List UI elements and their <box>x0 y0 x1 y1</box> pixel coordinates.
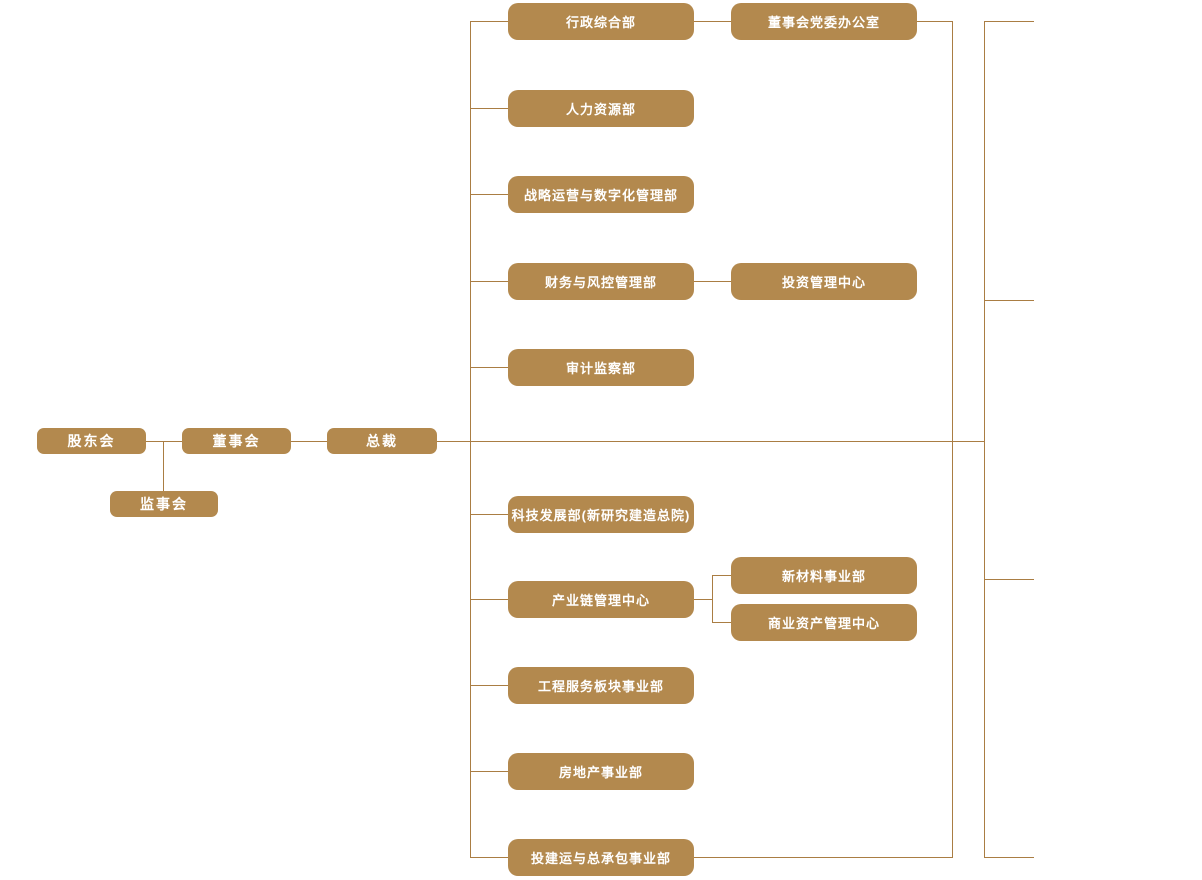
node-audit-supervision-dept: 审计监察部 <box>508 349 694 386</box>
connector-line <box>291 441 327 442</box>
connector-line <box>984 579 1034 580</box>
node-supervisory-board: 监事会 <box>110 491 218 517</box>
connector-line <box>470 367 508 368</box>
node-finance-risk-dept: 财务与风控管理部 <box>508 263 694 300</box>
connector-line <box>712 575 713 623</box>
node-board-party-office: 董事会党委办公室 <box>731 3 917 40</box>
node-board-of-directors: 董事会 <box>182 428 291 454</box>
connector-line <box>470 685 508 686</box>
connector-line <box>470 771 508 772</box>
connector-line <box>694 21 731 22</box>
connector-line <box>470 857 508 858</box>
connector-line <box>917 21 952 22</box>
connector-line <box>470 599 508 600</box>
connector-line <box>952 21 953 858</box>
node-president: 总裁 <box>327 428 437 454</box>
connector-line <box>163 441 164 491</box>
node-real-estate-division: 房地产事业部 <box>508 753 694 790</box>
node-commercial-asset-center: 商业资产管理中心 <box>731 604 917 641</box>
connector-line <box>470 281 508 282</box>
node-strategy-digital-dept: 战略运营与数字化管理部 <box>508 176 694 213</box>
connector-line <box>712 575 731 576</box>
node-new-materials-division: 新材料事业部 <box>731 557 917 594</box>
connector-line <box>470 108 508 109</box>
connector-line <box>984 21 985 858</box>
connector-line <box>694 857 952 858</box>
connector-line <box>470 21 508 22</box>
connector-line <box>470 194 508 195</box>
connector-line <box>694 281 731 282</box>
node-investment-management-center: 投资管理中心 <box>731 263 917 300</box>
connector-line <box>984 857 1034 858</box>
connector-line <box>984 21 1034 22</box>
connector-line <box>470 21 471 858</box>
connector-line <box>712 622 731 623</box>
node-admin-general-dept: 行政综合部 <box>508 3 694 40</box>
connector-line <box>984 300 1034 301</box>
connector-line <box>694 599 712 600</box>
node-industry-chain-center: 产业链管理中心 <box>508 581 694 618</box>
connector-line <box>437 441 984 442</box>
connector-line <box>146 441 182 442</box>
connector-line <box>470 514 508 515</box>
node-shareholders: 股东会 <box>37 428 146 454</box>
node-tech-development-dept: 科技发展部(新研究建造总院) <box>508 496 694 533</box>
node-investment-construction-epc-division: 投建运与总承包事业部 <box>508 839 694 876</box>
node-engineering-services-division: 工程服务板块事业部 <box>508 667 694 704</box>
node-hr-dept: 人力资源部 <box>508 90 694 127</box>
